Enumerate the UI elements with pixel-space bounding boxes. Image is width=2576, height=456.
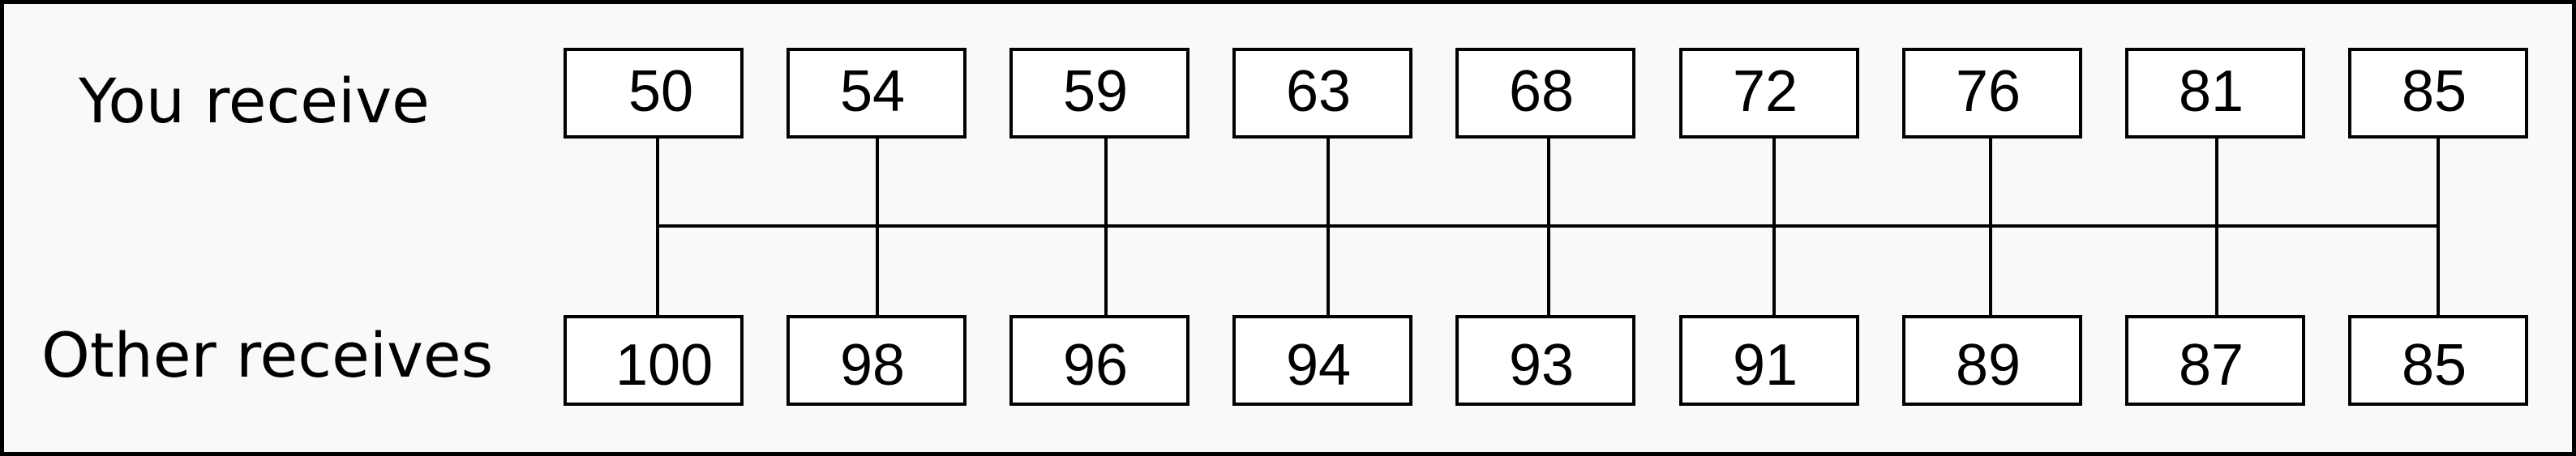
you-receive-box-2: 54: [787, 48, 967, 139]
you-receive-value: 76: [1956, 59, 2021, 124]
other-receives-box-3: 96: [1009, 315, 1189, 406]
other-receives-box-7: 89: [1902, 315, 2082, 406]
other-receives-box-2: 98: [787, 315, 967, 406]
other-receives-value: 87: [2179, 333, 2244, 398]
other-receives-box-4: 94: [1232, 315, 1412, 406]
you-receive-box-4: 63: [1232, 48, 1412, 139]
you-receive-value: 68: [1509, 59, 1575, 124]
you-receive-value: 81: [2179, 59, 2244, 124]
other-receives-value: 89: [1956, 333, 2021, 398]
connector-line-3: [1104, 139, 1108, 315]
you-receive-label: You receive: [79, 65, 430, 137]
other-receives-value: 85: [2402, 333, 2467, 398]
connector-line-7: [1989, 139, 1992, 315]
you-receive-box-8: 81: [2125, 48, 2305, 139]
you-receive-value: 85: [2402, 59, 2467, 124]
other-receives-box-5: 93: [1455, 315, 1635, 406]
you-receive-box-9: 85: [2348, 48, 2528, 139]
connector-line-8: [2215, 139, 2218, 315]
you-receive-box-5: 68: [1455, 48, 1635, 139]
you-receive-box-6: 72: [1679, 48, 1859, 139]
other-receives-value: 96: [1063, 333, 1129, 398]
other-receives-box-1: 100: [564, 315, 744, 406]
you-receive-value: 63: [1286, 59, 1352, 124]
connector-line-6: [1772, 139, 1776, 315]
you-receive-value: 50: [628, 59, 694, 124]
other-receives-label: Other receives: [41, 319, 494, 391]
other-receives-value: 91: [1733, 333, 1798, 398]
other-receives-box-6: 91: [1679, 315, 1859, 406]
you-receive-value: 59: [1063, 59, 1129, 124]
other-receives-box-9: 85: [2348, 315, 2528, 406]
other-receives-box-8: 87: [2125, 315, 2305, 406]
you-receive-box-7: 76: [1902, 48, 2082, 139]
other-receives-value: 93: [1509, 333, 1575, 398]
other-receives-value: 98: [840, 333, 906, 398]
connector-line-5: [1547, 139, 1550, 315]
you-receive-value: 72: [1733, 59, 1798, 124]
other-receives-value: 94: [1286, 333, 1352, 398]
connector-line-2: [876, 139, 879, 315]
you-receive-value: 54: [840, 59, 906, 124]
you-receive-box-3: 59: [1009, 48, 1189, 139]
other-receives-value: 100: [615, 333, 714, 398]
connector-line-1: [656, 139, 659, 315]
connector-line-4: [1327, 139, 1330, 315]
you-receive-box-1: 50: [564, 48, 744, 139]
connector-line-9: [2437, 139, 2440, 315]
